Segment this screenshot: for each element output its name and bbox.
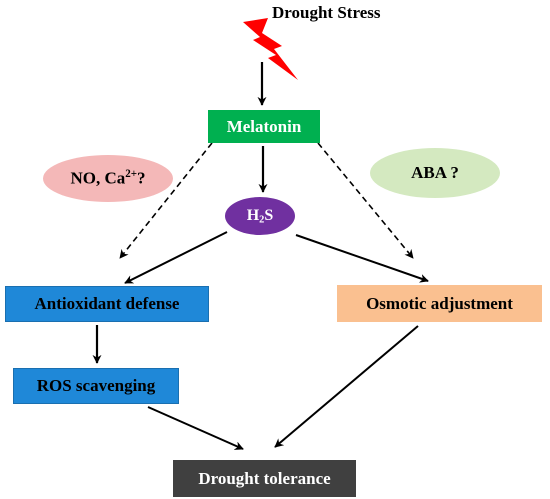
lightning-bolt-icon <box>243 18 298 80</box>
h2s-node: H2S <box>225 197 295 235</box>
no-calcium-node: NO, Ca2+? <box>43 155 173 202</box>
edge-h2s-osmotic <box>295 234 429 283</box>
osmotic-adjustment-label: Osmotic adjustment <box>366 293 513 313</box>
no-calcium-label: NO, Ca2+? <box>70 168 146 188</box>
aba-label: ABA ? <box>411 163 459 182</box>
edge-h2s-antioxidant <box>124 231 228 284</box>
h2s-label: H2S <box>246 206 274 226</box>
ros-scavenging-node: ROS scavenging <box>13 368 179 404</box>
edge-melatonin-osmotic <box>317 142 414 259</box>
ros-scavenging-label: ROS scavenging <box>36 376 156 395</box>
edge-melatonin-antioxidant <box>119 142 213 259</box>
edge-ros-tolerance <box>147 406 244 450</box>
melatonin-node: Melatonin <box>208 110 320 143</box>
aba-node: ABA ? <box>370 148 500 198</box>
antioxidant-defense-label: Antioxidant defense <box>34 294 180 313</box>
antioxidant-defense-node: Antioxidant defense <box>5 286 209 322</box>
drought-tolerance-label: Drought tolerance <box>198 468 331 488</box>
drought-tolerance-node: Drought tolerance <box>173 460 356 497</box>
melatonin-label: Melatonin <box>226 116 302 136</box>
osmotic-adjustment-node: Osmotic adjustment <box>337 285 542 322</box>
drought-stress-label: Drought Stress <box>272 3 381 22</box>
edge-osmotic-tolerance <box>274 325 419 448</box>
